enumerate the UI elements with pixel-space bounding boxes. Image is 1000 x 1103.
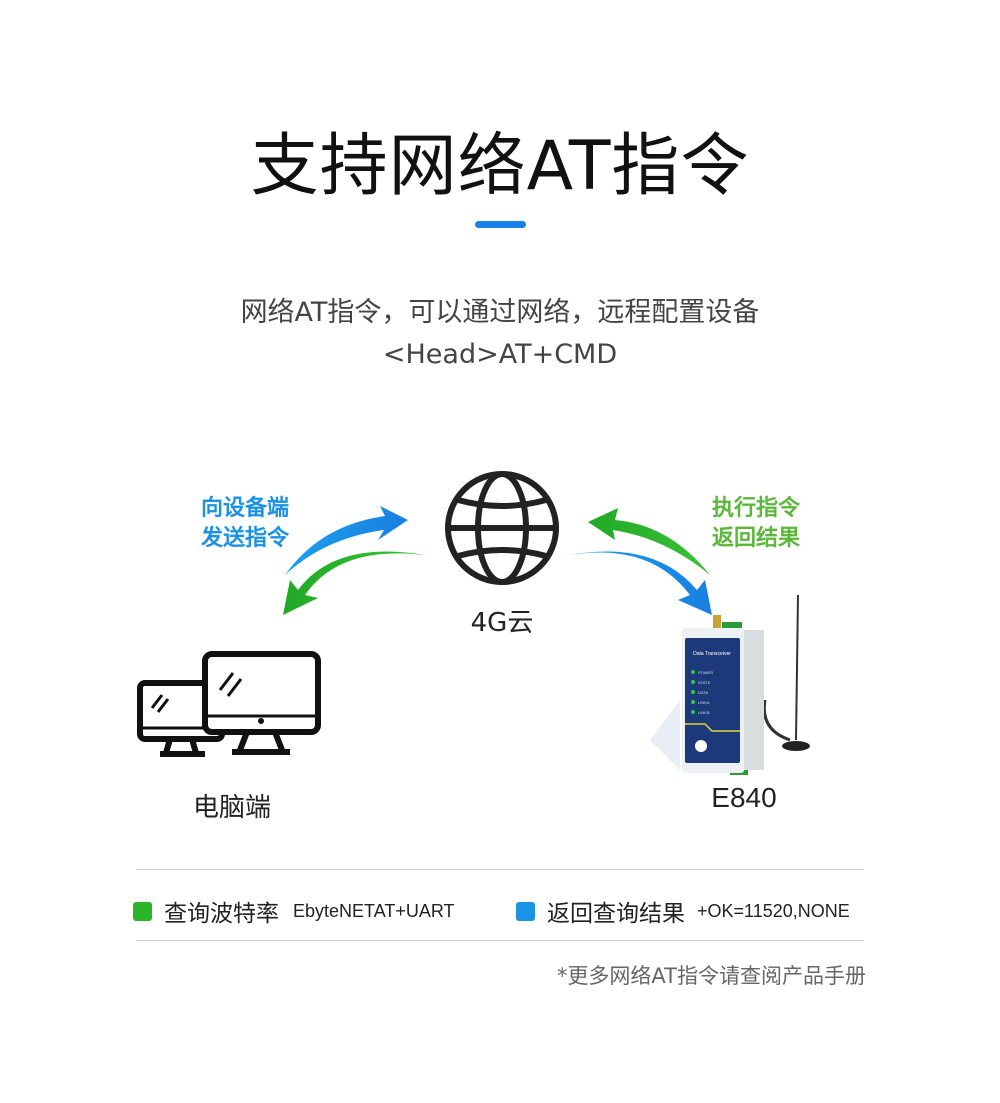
label-line: 执行指令 — [711, 496, 800, 521]
computer-icon — [137, 651, 321, 757]
label-line: 发送指令 — [200, 526, 289, 551]
e840-device-image: Data Transceiver POWER STATE DATA LINKA … — [650, 594, 810, 775]
title-underline — [475, 221, 526, 228]
cloud-caption: 4G云 — [470, 608, 534, 638]
label-line: 返回结果 — [711, 526, 800, 551]
forward-arrow-blue — [570, 551, 712, 615]
label-line: 向设备端 — [200, 496, 289, 521]
subtitle-line-1: 网络AT指令，可以通过网络，远程配置设备 — [240, 297, 760, 328]
result-arrow-green — [588, 508, 710, 575]
legend-label: 查询波特率 — [164, 901, 279, 927]
led-label: STATE — [698, 680, 711, 685]
return-result-label: 执行指令 返回结果 — [696, 494, 816, 554]
legend-item-query: 查询波特率 EbyteNETAT+UART — [133, 894, 455, 928]
footnote: *更多网络AT指令请查阅产品手册 — [556, 964, 866, 988]
divider — [136, 869, 864, 870]
led-label: DATA — [698, 690, 708, 695]
legend-code: +OK=11520,NONE — [697, 900, 850, 921]
divider — [136, 940, 864, 941]
led-label: POWER — [698, 670, 713, 675]
pc-caption: 电脑端 — [192, 793, 271, 823]
legend-label: 返回查询结果 — [547, 901, 685, 927]
led-label: LINKB — [698, 710, 710, 715]
legend-item-result: 返回查询结果 +OK=11520,NONE — [516, 894, 850, 928]
diagram-graphics: Data Transceiver POWER STATE DATA LINKA … — [137, 471, 810, 775]
page-title: 支持网络AT指令 — [250, 127, 750, 206]
return-arrow-green — [283, 551, 425, 615]
legend-code: EbyteNETAT+UART — [293, 900, 455, 921]
green-square-icon — [133, 901, 152, 921]
led-label: LINKA — [698, 700, 710, 705]
subtitle-line-2: <Head>AT+CMD — [382, 339, 618, 370]
device-caption: E840 — [711, 782, 777, 813]
globe-icon — [445, 471, 559, 585]
device-brand: Data Transceiver — [693, 651, 731, 657]
send-arrow-blue — [285, 506, 408, 575]
blue-square-icon — [516, 901, 535, 921]
send-command-label: 向设备端 发送指令 — [185, 494, 305, 554]
